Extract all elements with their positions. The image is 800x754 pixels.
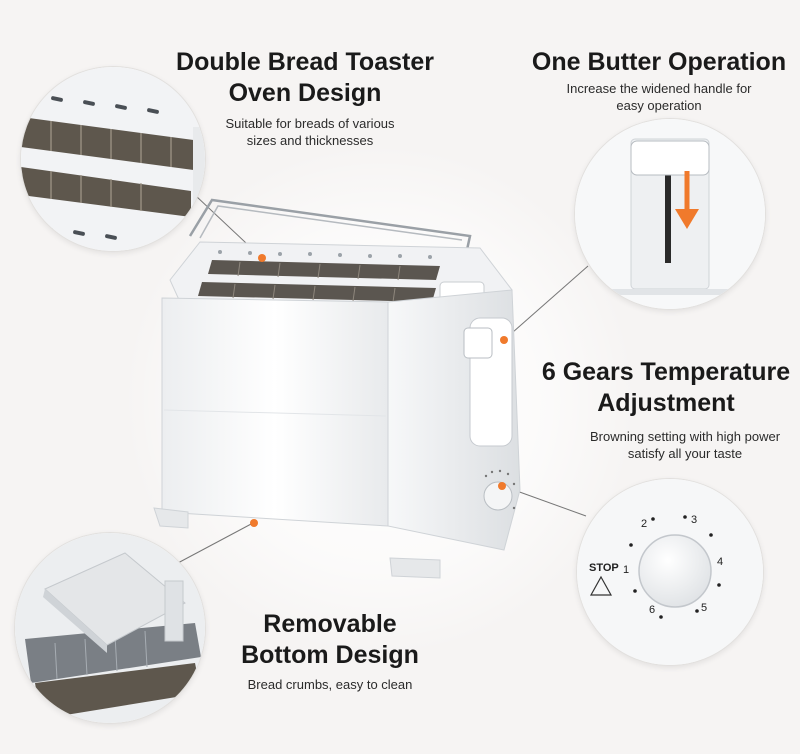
bread-slot-1: [208, 260, 440, 280]
removable-title: Removable Bottom Design: [210, 609, 450, 671]
callout-dot-double-bread: [258, 254, 266, 262]
detail-circle-lever: [574, 118, 766, 310]
detail-circle-dial: 1 2 3 4 5 6 STOP: [576, 478, 764, 666]
detail-circle-removable-tray: [14, 532, 206, 724]
toaster-front: [161, 297, 389, 527]
double-bread-desc-line2: sizes and thicknesses: [246, 133, 374, 148]
callout-dot-gears: [498, 482, 506, 490]
callout-line-removable: [175, 522, 254, 565]
removable-title-line2: Bottom Design: [241, 641, 419, 669]
dial-number-5: 5: [701, 602, 707, 614]
gears-desc-line2: satisfy all your taste: [627, 446, 743, 461]
double-bread-title: Double Bread Toaster Oven Design: [160, 47, 450, 109]
dial-number-2: 2: [641, 518, 647, 530]
gears-title-line1: 6 Gears Temperature: [541, 358, 791, 386]
double-bread-title-line2: Oven Design: [228, 79, 382, 107]
dial-stop-label: STOP: [589, 562, 619, 574]
toaster-illustration: [153, 198, 521, 579]
callout-dot-one-butter: [500, 336, 508, 344]
side-lever: [463, 327, 493, 359]
dial-number-1: 1: [623, 564, 629, 576]
bread-slot-2: [198, 282, 436, 302]
double-bread-desc-line1: Suitable for breads of various: [225, 116, 395, 131]
removable-title-line1: Removable: [263, 610, 397, 638]
one-butter-desc: Increase the widened handle for easy ope…: [540, 80, 778, 114]
temperature-knob: [638, 534, 712, 608]
one-butter-title: One Butter Operation: [531, 48, 787, 76]
dial-number-3: 3: [691, 514, 697, 526]
callout-line-one-butter: [503, 265, 589, 341]
dial-number-4: 4: [717, 556, 723, 568]
gears-title: 6 Gears Temperature Adjustment: [530, 357, 800, 419]
gears-desc-line1: Browning setting with high power: [589, 429, 781, 444]
gears-desc: Browning setting with high power satisfy…: [570, 428, 800, 462]
double-bread-title-line1: Double Bread Toaster: [176, 48, 434, 76]
crumb-tray: [44, 552, 186, 646]
dial-number-6: 6: [649, 604, 655, 616]
lever-handle: [630, 140, 710, 176]
double-bread-desc: Suitable for breads of various sizes and…: [200, 115, 420, 149]
one-butter-desc-line2: easy operation: [616, 98, 702, 113]
foot-right: [389, 557, 441, 579]
detail-circle-bread-slots: [20, 66, 206, 252]
stop-triangle-icon: [589, 575, 613, 596]
callout-dot-removable: [250, 519, 258, 527]
removable-desc: Bread crumbs, easy to clean: [247, 677, 413, 692]
side-dial: [483, 481, 513, 511]
one-butter-desc-line1: Increase the widened handle for: [566, 81, 752, 96]
gears-title-line2: Adjustment: [597, 389, 735, 417]
foot-left: [153, 507, 189, 529]
